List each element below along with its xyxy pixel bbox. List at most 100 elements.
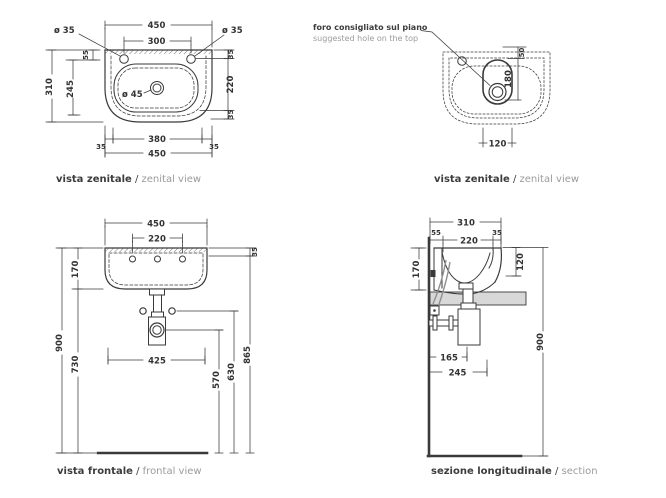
dim-35-rim bbox=[208, 247, 257, 257]
dim-170 bbox=[55, 247, 104, 290]
dim-label: 220 bbox=[148, 235, 166, 245]
hole-left bbox=[129, 255, 136, 263]
dim-label: 310 bbox=[45, 78, 55, 96]
dim-630 bbox=[176, 310, 239, 454]
hose-1 bbox=[432, 259, 447, 305]
dim-label-hole-right: ø 35 bbox=[222, 26, 243, 36]
trap-ring-outer bbox=[149, 322, 165, 338]
dim-label: 450 bbox=[147, 220, 165, 230]
dim-label: 35 bbox=[227, 50, 235, 60]
dim-label: 245 bbox=[449, 369, 467, 379]
caption-bold: vista frontale bbox=[57, 466, 133, 477]
dim-label: 310 bbox=[457, 219, 475, 229]
dim-label: 730 bbox=[71, 356, 81, 374]
trap-flange bbox=[460, 302, 477, 310]
dim-right-column bbox=[195, 49, 235, 120]
dim-label: 120 bbox=[489, 140, 507, 150]
anchor-right bbox=[168, 307, 176, 315]
rim-inner-dashed bbox=[448, 57, 545, 119]
note-leader bbox=[420, 30, 491, 87]
tailpipe bbox=[153, 294, 162, 313]
dim-label: 865 bbox=[243, 346, 253, 364]
dim-label: 900 bbox=[536, 333, 546, 351]
dim-425 bbox=[107, 347, 206, 365]
wall-bracket bbox=[430, 270, 436, 277]
dim-label: 35 bbox=[492, 229, 502, 237]
suggested-hole-note: foro consigliato sul piano suggested hol… bbox=[313, 22, 427, 44]
dim-450-bottom bbox=[104, 148, 213, 158]
dim-label: 900 bbox=[55, 334, 65, 352]
waste-flange bbox=[458, 282, 474, 290]
sink-front-inner-dashed bbox=[108, 252, 204, 286]
dim-50-180 bbox=[502, 46, 527, 101]
basin-opening bbox=[113, 63, 199, 113]
caption-bold: vista zenitale bbox=[56, 174, 132, 185]
dim-label: 35 bbox=[209, 143, 219, 151]
trap-bottle bbox=[457, 308, 481, 346]
dim-label: 170 bbox=[71, 261, 81, 279]
trap-body bbox=[148, 316, 166, 346]
dim-label-hole-left: ø 35 bbox=[54, 26, 75, 36]
drain-outer bbox=[488, 82, 507, 102]
dim-label-drain: ø 45 bbox=[122, 90, 143, 100]
caption-separator: / bbox=[509, 174, 520, 185]
valve-knob bbox=[433, 309, 436, 312]
dim-245 bbox=[429, 359, 488, 377]
dim-label: 35 bbox=[251, 247, 259, 257]
dim-label: 50 bbox=[518, 48, 526, 58]
leader-hole-right bbox=[194, 34, 225, 57]
tap-hole-left bbox=[119, 54, 129, 64]
hole-right bbox=[179, 255, 186, 263]
drain-inner bbox=[491, 86, 504, 98]
suggested-hole-oval bbox=[482, 59, 513, 105]
trap-ring-inner bbox=[152, 325, 162, 335]
caption-frontal: vista frontale / frontal view bbox=[57, 466, 202, 477]
drain-hole-outer bbox=[150, 81, 164, 95]
caption-light: zenital view bbox=[519, 174, 580, 185]
note-line-english: suggested hole on the top bbox=[313, 34, 419, 43]
front-rim-inner bbox=[488, 247, 494, 269]
dim-label: 245 bbox=[66, 80, 76, 98]
pipe-flange-1 bbox=[432, 315, 438, 331]
dim-label: 630 bbox=[227, 363, 237, 381]
dim-label: 55 bbox=[431, 229, 441, 237]
pipe-flange-2 bbox=[448, 315, 454, 331]
dim-label: 450 bbox=[148, 150, 166, 160]
caption-bold: sezione longitudinale bbox=[431, 466, 552, 477]
basin-dashed bbox=[451, 65, 542, 115]
anchor-left bbox=[139, 307, 147, 315]
dim-label: 450 bbox=[148, 21, 166, 31]
dim-label: 35 bbox=[227, 110, 235, 120]
dim-865 bbox=[245, 255, 255, 454]
dim-900 bbox=[502, 247, 549, 457]
trap-nut bbox=[151, 311, 164, 318]
dim-55 bbox=[88, 49, 98, 61]
dim-label: 55 bbox=[82, 50, 90, 60]
dim-label: 570 bbox=[212, 371, 222, 389]
drain-hole-inner bbox=[152, 83, 162, 93]
dim-120 bbox=[478, 127, 517, 148]
view-zenital-left: 450 300 ø 35 ø 35 ø 45 310 245 55 bbox=[45, 20, 243, 160]
caption-separator: / bbox=[131, 174, 142, 185]
dim-label: 170 bbox=[412, 261, 422, 279]
dim-165 bbox=[429, 346, 468, 362]
dim-450 bbox=[104, 218, 208, 246]
dim-label: 425 bbox=[148, 357, 166, 367]
dim-label: 380 bbox=[148, 135, 166, 145]
dim-170 bbox=[410, 247, 427, 291]
note-line-italian: foro consigliato sul piano bbox=[313, 23, 428, 32]
caption-light: frontal view bbox=[142, 466, 202, 477]
caption-separator: / bbox=[551, 466, 562, 477]
caption-zenital-right: vista zenitale / zenital view bbox=[434, 174, 579, 185]
caption-bold: vista zenitale bbox=[434, 174, 510, 185]
front-rim-outer bbox=[494, 247, 502, 283]
dim-300 bbox=[123, 36, 192, 54]
caption-zenital-left: vista zenitale / zenital view bbox=[56, 174, 201, 185]
sink-outline bbox=[104, 49, 213, 123]
tap-hole bbox=[457, 56, 467, 66]
tap-hole-right bbox=[186, 54, 196, 64]
caption-separator: / bbox=[132, 466, 143, 477]
countertop-slab bbox=[429, 291, 527, 306]
